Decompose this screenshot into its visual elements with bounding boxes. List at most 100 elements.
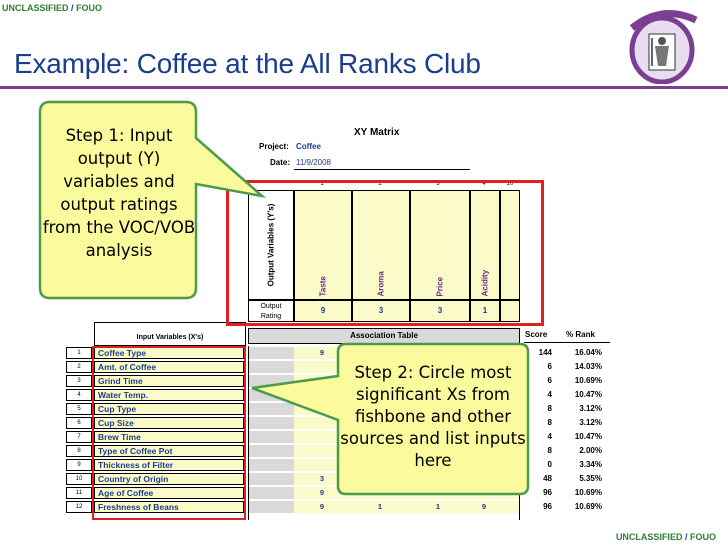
output-column-acidity[interactable]: Acidity: [470, 190, 500, 300]
score-header-underline: [524, 342, 610, 343]
association-cell[interactable]: 9: [319, 502, 325, 511]
row-number: 6: [66, 417, 92, 429]
row-number: 5: [66, 403, 92, 415]
row-spacer: [248, 473, 294, 485]
output-column-aroma[interactable]: Aroma: [352, 190, 410, 300]
output-rating-taste[interactable]: 9: [294, 300, 352, 322]
input-rank: 14.03%: [574, 362, 602, 371]
row-number: 3: [66, 375, 92, 387]
output-column-price[interactable]: Price: [410, 190, 470, 300]
association-cell[interactable]: 1: [435, 502, 441, 511]
association-cell[interactable]: 3: [319, 474, 325, 483]
association-cell[interactable]: 9: [319, 488, 325, 497]
project-value[interactable]: Coffee: [296, 142, 321, 151]
row-number: 2: [66, 361, 92, 373]
input-rank: 10.69%: [574, 376, 602, 385]
row-number: 12: [66, 501, 92, 513]
output-variables-area: Output Variables (Y's) Taste Aroma Price…: [248, 190, 520, 322]
input-name[interactable]: Thickness of Filter: [94, 459, 244, 471]
output-column-taste[interactable]: Taste: [294, 190, 352, 300]
inputs-highlight-box: [92, 346, 246, 520]
input-rank: 3.12%: [579, 418, 602, 427]
row-number: 9: [66, 459, 92, 471]
callout-step1-text: Step 1: Input output (Y) variables and o…: [42, 126, 196, 260]
output-rating-empty[interactable]: [500, 300, 520, 322]
callout-step2-text: Step 2: Circle most significant Xs from …: [340, 363, 526, 470]
input-variables-header: Input Variables (X's): [136, 334, 204, 341]
classification-level: UNCLASSIFIED: [615, 532, 683, 542]
input-score: 96: [543, 502, 552, 511]
output-axis-label: Output Variables (Y's): [248, 190, 294, 300]
input-score: 4: [547, 390, 552, 399]
input-rank: 3.34%: [579, 460, 602, 469]
input-name[interactable]: Age of Coffee: [94, 487, 244, 499]
row-spacer: [248, 347, 294, 359]
callout-step1-shape: [38, 100, 267, 300]
output-column-empty[interactable]: [500, 190, 520, 300]
column-number: 1: [320, 181, 324, 187]
column-numbers: 1 2 3 4 10: [294, 181, 520, 191]
association-cell[interactable]: 9: [481, 502, 487, 511]
row-number: 8: [66, 445, 92, 457]
callout-step2-shape: [251, 342, 530, 496]
row-spacer: [248, 445, 294, 457]
date-label: Date:: [270, 158, 291, 167]
date-value[interactable]: 11/9/2008: [296, 158, 331, 167]
classification-separator: /: [71, 3, 74, 13]
input-rank: 3.12%: [579, 404, 602, 413]
input-rank: 5.35%: [579, 474, 602, 483]
input-name[interactable]: Cup Size: [94, 417, 244, 429]
row-number: 11: [66, 487, 92, 499]
column-number: 10: [506, 181, 514, 187]
input-variables-header-box: Input Variables (X's): [94, 322, 246, 346]
row-spacer: [248, 501, 294, 513]
input-name[interactable]: Water Temp.: [94, 389, 244, 401]
output-rating-label-line2: Rating: [260, 313, 282, 320]
input-name[interactable]: Country of Origin: [94, 473, 244, 485]
association-cell[interactable]: 9: [319, 348, 325, 357]
output-rating-aroma[interactable]: 3: [352, 300, 410, 322]
output-rating-acidity[interactable]: 1: [470, 300, 500, 322]
column-number: 4: [482, 181, 486, 187]
row-number: 1: [66, 347, 92, 359]
input-name[interactable]: Brew Time: [94, 431, 244, 443]
input-name[interactable]: Cup Type: [94, 403, 244, 415]
input-score: 6: [547, 376, 552, 385]
input-name[interactable]: Freshness of Beans: [94, 501, 244, 513]
row-spacer: [248, 431, 294, 443]
input-score: 8: [547, 418, 552, 427]
row-spacer: [248, 487, 294, 499]
output-rating-label: Output Rating: [248, 300, 294, 322]
input-rank: 2.00%: [579, 446, 602, 455]
row-spacer: [248, 459, 294, 471]
input-score: 48: [543, 474, 552, 483]
classification-banner-bottom: UNCLASSIFIED / FOUO: [616, 532, 716, 542]
input-rank: 10.69%: [574, 488, 602, 497]
classification-caveat: FOUO: [76, 3, 103, 13]
input-rank: 10.69%: [574, 502, 602, 511]
input-name[interactable]: Type of Coffee Pot: [94, 445, 244, 457]
input-rank: 10.47%: [574, 432, 602, 441]
column-number: 3: [436, 181, 440, 187]
input-row[interactable]: 12 Freshness of Beans 9 1 1 9 96 10.69%: [66, 501, 612, 513]
input-name[interactable]: Grind Time: [94, 375, 244, 387]
input-score: 8: [547, 446, 552, 455]
matrix-title: XY Matrix: [354, 127, 400, 138]
score-header: Score: [525, 330, 548, 339]
classification-separator: /: [684, 532, 688, 542]
output-rating-price[interactable]: 3: [410, 300, 470, 322]
slide-title: Example: Coffee at the All Ranks Club: [14, 48, 481, 79]
row-spacer: [248, 361, 294, 373]
row-number: 10: [66, 473, 92, 485]
classification-caveat: FOUO: [690, 532, 716, 542]
input-score: 4: [547, 432, 552, 441]
input-rank: 10.47%: [574, 390, 602, 399]
classification-level: UNCLASSIFIED: [2, 3, 69, 13]
date-underline: [294, 169, 470, 170]
output-rating-label-line1: Output: [260, 303, 282, 310]
input-name[interactable]: Amt. of Coffee: [94, 361, 244, 373]
input-score: 144: [538, 348, 552, 357]
project-label: Project:: [259, 142, 289, 151]
association-cell[interactable]: 1: [377, 502, 383, 511]
